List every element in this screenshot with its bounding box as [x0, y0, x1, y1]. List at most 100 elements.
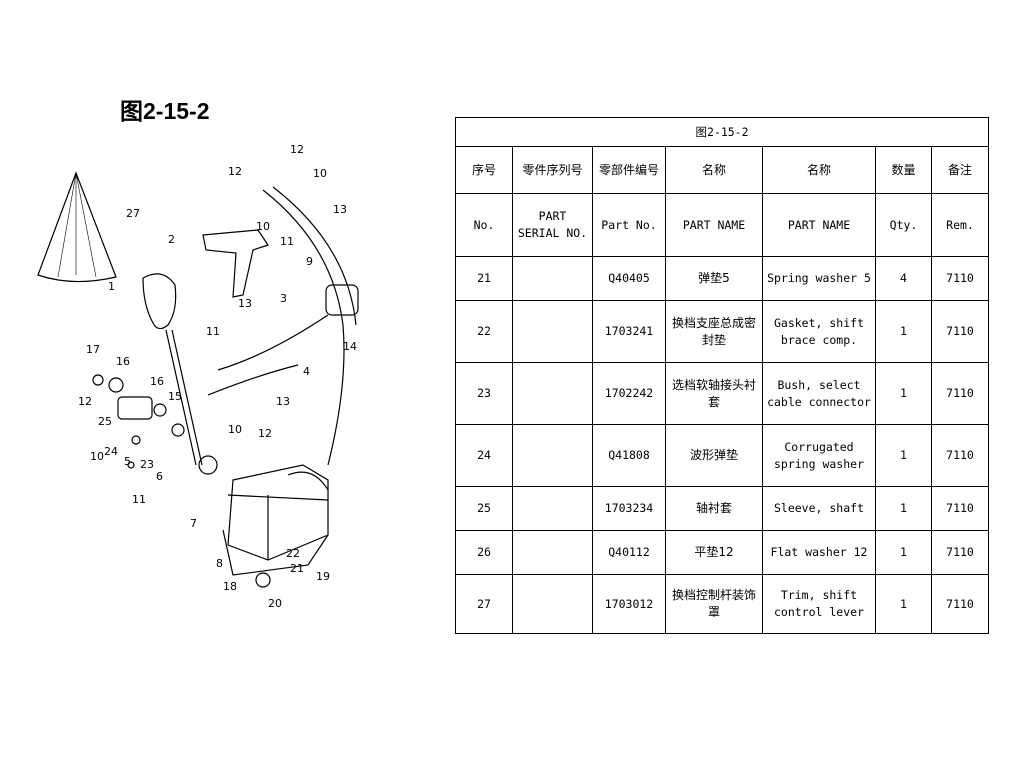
cell-rem: 7110: [931, 530, 989, 575]
table-caption: 图2-15-2: [455, 117, 989, 147]
callout-2: 2: [168, 233, 175, 246]
callout-12b: 12: [290, 143, 304, 156]
header-no-cn: 序号: [455, 146, 513, 194]
table-row: 27 1703012 换档控制杆装饰罩 Trim, shift control …: [455, 574, 989, 634]
cell-qty: 1: [875, 486, 932, 531]
cell-name-en: Flat washer 12: [762, 530, 876, 575]
shift-knob-shape: [142, 273, 177, 330]
callout-7: 7: [190, 517, 197, 530]
table-row: 22 1703241 换档支座总成密封垫 Gasket, shift brace…: [455, 300, 989, 363]
cell-no: 26: [455, 530, 513, 575]
cell-name-cn: 弹垫5: [665, 256, 763, 301]
cell-name-en: Corrugated spring washer: [762, 424, 876, 487]
cell-name-en: Spring washer 5: [762, 256, 876, 301]
header-rem-cn: 备注: [931, 146, 989, 194]
cell-rem: 7110: [931, 424, 989, 487]
cell-rem: 7110: [931, 362, 989, 425]
callout-1: 1: [108, 280, 115, 293]
callout-10a: 10: [256, 220, 270, 233]
cell-serial: [512, 574, 593, 634]
callout-25: 25: [98, 415, 112, 428]
callout-16a: 16: [116, 355, 130, 368]
callout-3: 3: [280, 292, 287, 305]
cell-name-cn: 平垫12: [665, 530, 763, 575]
cell-serial: [512, 362, 593, 425]
cell-qty: 1: [875, 530, 932, 575]
header-serial-en: PART SERIAL NO.: [512, 193, 593, 257]
callout-9: 9: [306, 255, 313, 268]
cell-qty: 1: [875, 300, 932, 363]
callout-17: 17: [86, 343, 100, 356]
cell-no: 21: [455, 256, 513, 301]
cell-no: 27: [455, 574, 513, 634]
callout-13a: 13: [333, 203, 347, 216]
header-qty-en: Qty.: [875, 193, 932, 257]
header-name-en-2: PART NAME: [762, 193, 876, 257]
cell-part-no: Q40112: [592, 530, 666, 575]
cell-rem: 7110: [931, 574, 989, 634]
callout-24: 24: [104, 445, 118, 458]
cell-no: 25: [455, 486, 513, 531]
table-caption-row: 图2-15-2: [455, 117, 989, 147]
cell-part-no: 1703241: [592, 300, 666, 363]
base-housing-shape: [227, 464, 329, 561]
callout-11a: 11: [280, 235, 294, 248]
callout-14: 14: [343, 340, 357, 353]
shift-cable-shape: [262, 189, 345, 466]
cell-rem: 7110: [931, 486, 989, 531]
cell-part-no: 1702242: [592, 362, 666, 425]
header-qty-cn: 数量: [875, 146, 932, 194]
table-row: 24 Q41808 波形弹垫 Corrugated spring washer …: [455, 424, 989, 487]
exploded-parts-diagram: 27 2 1 12 10 12 10 11 13 9 3 14 13 11 4 …: [28, 135, 418, 615]
cell-name-cn: 换档支座总成密封垫: [665, 300, 763, 363]
callout-10b: 10: [313, 167, 327, 180]
cell-name-cn: 轴衬套: [665, 486, 763, 531]
cell-rem: 7110: [931, 256, 989, 301]
callout-5: 5: [124, 455, 131, 468]
callout-19: 19: [316, 570, 330, 583]
shift-lever-shape: [165, 329, 197, 466]
callout-13b: 13: [238, 297, 252, 310]
diagram-drawing: 27 2 1 12 10 12 10 11 13 9 3 14 13 11 4 …: [37, 143, 359, 610]
cell-part-no: Q41808: [592, 424, 666, 487]
cell-serial: [512, 486, 593, 531]
cell-no: 23: [455, 362, 513, 425]
header-partno-en: Part No.: [592, 193, 666, 257]
callout-12d: 12: [258, 427, 272, 440]
cell-name-en: Gasket, shift brace comp.: [762, 300, 876, 363]
cell-name-cn: 换档控制杆装饰罩: [665, 574, 763, 634]
table-row: 21 Q40405 弹垫5 Spring washer 5 4 7110: [455, 256, 989, 301]
table-row: 26 Q40112 平垫12 Flat washer 12 1 7110: [455, 530, 989, 575]
page-title: 图2-15-2: [120, 98, 210, 124]
header-name-en: PART NAME: [665, 193, 763, 257]
cell-serial: [512, 300, 593, 363]
cell-part-no: 1703234: [592, 486, 666, 531]
table-row: 25 1703234 轴衬套 Sleeve, shaft 1 7110: [455, 486, 989, 531]
header-rem-en: Rem.: [931, 193, 989, 257]
callout-10c: 10: [90, 450, 104, 463]
header-no-en: No.: [455, 193, 513, 257]
cable-end-shape: [325, 284, 359, 316]
header-name-cn: 名称: [665, 146, 763, 194]
callout-15: 15: [168, 390, 182, 403]
callout-27: 27: [126, 207, 140, 220]
cell-serial: [512, 530, 593, 575]
header-serial-cn: 零件序列号: [512, 146, 593, 194]
callout-6: 6: [156, 470, 163, 483]
header-name-en-col-cn: 名称: [762, 146, 876, 194]
cell-name-cn: 波形弹垫: [665, 424, 763, 487]
callout-11b: 11: [206, 325, 220, 338]
cell-part-no: Q40405: [592, 256, 666, 301]
callout-11c: 11: [132, 493, 146, 506]
cell-name-en: Sleeve, shaft: [762, 486, 876, 531]
pivot-block-shape: [117, 396, 153, 420]
cell-qty: 4: [875, 256, 932, 301]
callout-13c: 13: [276, 395, 290, 408]
parts-table: 图2-15-2 序号 零件序列号 零部件编号 名称 名称 数量 备注 No. P…: [455, 117, 989, 634]
callout-12c: 12: [78, 395, 92, 408]
cell-serial: [512, 424, 593, 487]
cell-name-en: Trim, shift control lever: [762, 574, 876, 634]
cell-name-cn: 选档软轴接头衬套: [665, 362, 763, 425]
callout-23: 23: [140, 458, 154, 471]
cell-qty: 1: [875, 362, 932, 425]
